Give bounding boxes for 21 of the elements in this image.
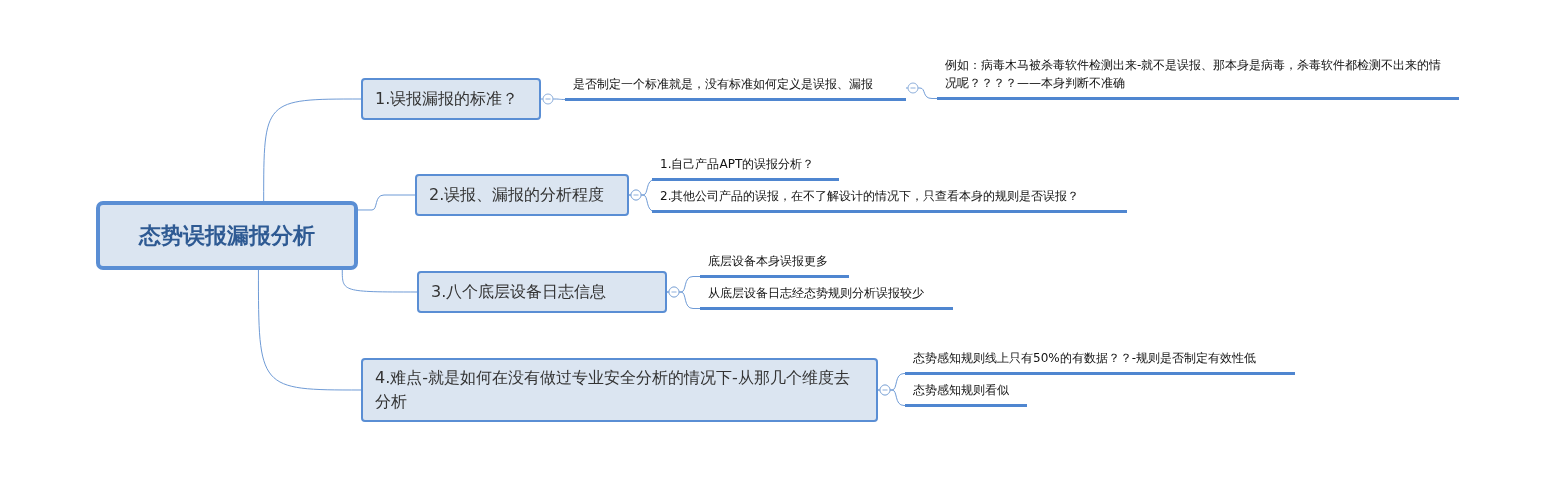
subtopic-text: 底层设备本身误报更多 [700, 252, 849, 278]
subtopic-text: 例如：病毒木马被杀毒软件检测出来-就不是误报、那本身是病毒，杀毒软件都检测不出来的情况呢？？？？——本身判断不准确 [937, 56, 1459, 100]
connector-line [666, 286, 701, 309]
connector-line [877, 384, 906, 406]
connector-line [357, 194, 416, 211]
connector-line [257, 269, 362, 391]
subtopic-text: 从底层设备日志经态势规则分析误报较少 [700, 284, 953, 310]
connector-line [341, 269, 418, 293]
connector-line [263, 98, 362, 202]
topic-box: 4.难点-就是如何在没有做过专业安全分析的情况下-从那几个维度去分析 [361, 358, 878, 422]
central-topic-box: 态势误报漏报分析 [96, 201, 358, 270]
connector-line [905, 82, 938, 99]
subtopic-text: 态势感知规则线上只有50%的有数据？？-规则是否制定有效性低 [905, 349, 1295, 375]
connector-line [540, 93, 568, 105]
subtopic-text: 态势感知规则看似 [905, 381, 1027, 407]
topic-box: 3.八个底层设备日志信息 [417, 271, 667, 313]
topic-box: 2.误报、漏报的分析程度 [415, 174, 629, 216]
subtopic-text: 是否制定一个标准就是，没有标准如何定义是误报、漏报 [565, 75, 906, 101]
subtopic-text: 1.自己产品APT的误报分析？ [652, 155, 839, 181]
subtopic-text: 2.其他公司产品的误报，在不了解设计的情况下，只查看本身的规则是否误报？ [652, 187, 1127, 213]
topic-box: 1.误报漏报的标准？ [361, 78, 541, 120]
